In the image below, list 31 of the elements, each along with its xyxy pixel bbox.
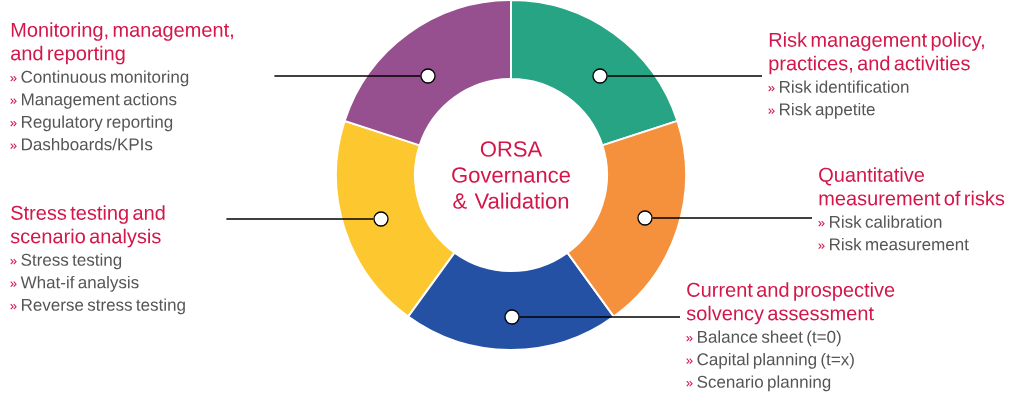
leader-line [225, 218, 374, 220]
list-item: What-if analysis [20, 275, 139, 292]
list-item: Risk identification [780, 80, 909, 93]
leader-line [273, 75, 421, 77]
dot-marker [373, 211, 389, 227]
dot-marker [504, 309, 520, 325]
dot-marker [420, 68, 436, 84]
list-item: Regulatory reporting [22, 115, 173, 132]
list-item: Scenario planning [697, 375, 831, 392]
list-item: Reverse stress testing [22, 298, 185, 315]
list-item: Risk measurement [830, 237, 969, 251]
list-item: Risk appetite [780, 102, 875, 119]
heading: Monitoring, management, and reporting [11, 22, 233, 65]
list-item: Balance sheet (t=0) [698, 330, 841, 347]
list-item: Management actions [22, 92, 177, 109]
center-label: ORSA Governance & Validation [452, 141, 570, 209]
donut-segment [407, 251, 615, 351]
list-item: Capital planning (t=x) [697, 352, 854, 369]
dot-marker [592, 68, 608, 84]
heading: Current and prospective solvency assessment [686, 282, 895, 325]
list-item: Risk calibration [830, 215, 942, 228]
leader-line [652, 217, 813, 219]
heading: Quantitative measurement of risks [819, 167, 1005, 206]
dot-marker [637, 210, 653, 226]
leader-line [519, 316, 681, 318]
heading: Stress testing and scenario analysis [10, 205, 165, 248]
heading: Risk management policy, practices, and activities [769, 32, 984, 75]
list-item: Dashboards/KPIs [22, 137, 153, 151]
list-item: Stress testing [21, 253, 122, 270]
list-item: Continuous monitoring [21, 70, 189, 87]
leader-line [607, 75, 763, 77]
